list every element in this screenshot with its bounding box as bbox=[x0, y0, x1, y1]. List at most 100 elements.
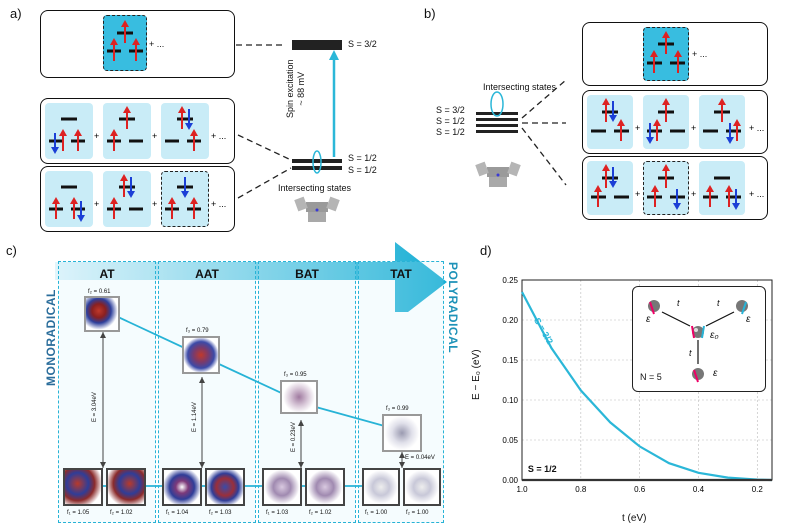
y-tick-label: 0.20 bbox=[502, 316, 518, 325]
stm-tip-icon bbox=[294, 196, 340, 222]
panel-c-label: c) bbox=[6, 243, 17, 258]
excitation-label: Spin excitation ~ 88 mV bbox=[285, 59, 307, 118]
spin-config-icon bbox=[107, 20, 143, 61]
orbital-image-tat-2 bbox=[403, 468, 441, 506]
orbital-image-at-2 bbox=[106, 468, 146, 506]
inset-spin-diagram bbox=[648, 300, 748, 383]
excitation-value: ~ 88 mV bbox=[296, 71, 306, 106]
inset-n: N = 5 bbox=[640, 372, 662, 382]
inset-t-2: t bbox=[717, 298, 720, 308]
orbital-image-bat-1 bbox=[262, 468, 302, 506]
energy-gap-bat: E = 0.23eV bbox=[291, 422, 297, 452]
inset-eps-2: ε bbox=[746, 314, 751, 325]
orbital-image-at-top bbox=[84, 296, 120, 332]
plus: + bbox=[94, 131, 99, 141]
level-label-b-2: S = 1/2 bbox=[436, 116, 465, 126]
orbital-image-bat-top bbox=[280, 380, 318, 414]
svg-text:+: + bbox=[94, 199, 99, 209]
top-occupation-at: f₂ = 0.61 bbox=[88, 289, 111, 295]
config-cell bbox=[45, 171, 93, 227]
radical-trend-arrow bbox=[55, 242, 447, 312]
bottom-occupation-aat-2: f₂ = 1.03 bbox=[209, 510, 232, 516]
orbital-image-tat-top bbox=[382, 414, 422, 452]
x-tick-label: 1.0 bbox=[516, 485, 528, 494]
panel-b-low-spin-box-2: + + + ... bbox=[582, 156, 768, 220]
orbital-image-bat-2 bbox=[305, 468, 345, 506]
stm-tip-icon bbox=[475, 161, 521, 187]
spin-config-icon bbox=[647, 31, 685, 73]
panel-b-high-spin-box: + ... bbox=[582, 22, 768, 86]
excitation-text: Spin excitation bbox=[285, 59, 295, 118]
panel-a-low-spin-box-1: + + + ... bbox=[40, 98, 235, 164]
y-tick-label: 0.00 bbox=[502, 476, 518, 485]
y-tick-label: 0.10 bbox=[502, 396, 518, 405]
column-title-aat: AAT bbox=[195, 267, 219, 281]
plus-ellipsis: + ... bbox=[692, 49, 708, 59]
x-tick-label: 0.8 bbox=[575, 485, 587, 494]
orbital-image-aat-1 bbox=[162, 468, 202, 506]
inset-eps-1: ε bbox=[646, 314, 651, 325]
series-label-s12: S = 1/2 bbox=[528, 464, 557, 474]
svg-text:+ ...: + ... bbox=[749, 123, 764, 133]
series-line-s32 bbox=[521, 291, 773, 482]
svg-text:+ ...: + ... bbox=[211, 199, 226, 209]
top-occupation-tat: f₃ = 0.99 bbox=[386, 406, 409, 412]
level-label-high: S = 3/2 bbox=[348, 39, 377, 49]
level-label-b-1: S = 3/2 bbox=[436, 105, 465, 115]
bottom-occupation-bat-1: f₁ = 1.03 bbox=[266, 510, 289, 516]
bottom-occupation-tat-1: f₁ = 1.00 bbox=[365, 510, 388, 516]
level-label-b-3: S = 1/2 bbox=[436, 127, 465, 137]
column-title-at: AT bbox=[99, 267, 115, 281]
top-occupation-bat: f₃ = 0.95 bbox=[284, 372, 307, 378]
svg-text:+: + bbox=[691, 123, 696, 133]
energy-level-diagram-b bbox=[475, 80, 567, 187]
bottom-occupation-at-2: f₂ = 1.02 bbox=[110, 510, 133, 516]
panel-a-low-spin-box-2: + + + ... bbox=[40, 166, 235, 232]
x-tick-label: 0.6 bbox=[634, 485, 646, 494]
bottom-occupation-tat-2: f₂ = 1.00 bbox=[406, 510, 429, 516]
spin-config-icons: + + + ... bbox=[49, 174, 226, 222]
svg-text:+ ...: + ... bbox=[211, 131, 226, 141]
spin-config-icons: + + + ... bbox=[591, 164, 764, 210]
level-label-low-2: S = 1/2 bbox=[348, 165, 377, 175]
x-tick-label: 0.2 bbox=[752, 485, 764, 494]
svg-text:+: + bbox=[152, 199, 157, 209]
config-cell bbox=[587, 161, 633, 215]
bottom-occupation-at-1: f₁ = 1.05 bbox=[67, 510, 90, 516]
orbital-image-at-1 bbox=[63, 468, 103, 506]
energy-gap-tat: E = 0.04eV bbox=[405, 455, 435, 461]
spin-config-icons: + + + ... bbox=[49, 106, 226, 154]
energy-gap-aat: E = 1.14eV bbox=[192, 402, 198, 432]
orbital-image-aat-2 bbox=[205, 468, 245, 506]
bottom-occupation-bat-2: f₂ = 1.02 bbox=[309, 510, 332, 516]
svg-text:+ ...: + ... bbox=[749, 189, 764, 199]
orbital-image-aat-top bbox=[182, 336, 220, 374]
svg-text:+: + bbox=[635, 189, 640, 199]
panel-a-label: a) bbox=[10, 6, 22, 21]
y-tick-label: 0.15 bbox=[502, 356, 518, 365]
svg-text:+: + bbox=[152, 131, 157, 141]
panel-b-label: b) bbox=[424, 6, 436, 21]
orbital-image-tat-1 bbox=[362, 468, 400, 506]
svg-text:+: + bbox=[635, 123, 640, 133]
intersecting-states-label-b: Intersecting states bbox=[483, 82, 557, 92]
energy-level-diagram-a bbox=[236, 40, 342, 222]
inset-t-1: t bbox=[677, 298, 680, 308]
x-axis-label: t (eV) bbox=[622, 513, 647, 524]
plus-ellipsis: + ... bbox=[149, 39, 165, 49]
x-tick-label: 0.4 bbox=[693, 485, 705, 494]
inset-eps-3: ε bbox=[713, 368, 718, 379]
y-tick-label: 0.25 bbox=[502, 276, 518, 285]
config-cell bbox=[587, 95, 633, 149]
y-tick-label: 0.05 bbox=[502, 436, 518, 445]
series-label-s32: S = 3/2 bbox=[532, 316, 555, 346]
inset-eps0: ε₀ bbox=[710, 330, 719, 341]
panel-a-high-spin-box: + ... bbox=[40, 10, 235, 78]
panel-b-low-spin-box-1: + + + ... bbox=[582, 90, 768, 154]
intersecting-states-label: Intersecting states bbox=[278, 183, 352, 193]
inset-t-3: t bbox=[689, 348, 692, 358]
spin-config-icons: + + + ... bbox=[591, 98, 764, 144]
svg-text:+: + bbox=[691, 189, 696, 199]
level-label-low-1: S = 1/2 bbox=[348, 153, 377, 163]
column-title-tat: TAT bbox=[390, 267, 412, 281]
